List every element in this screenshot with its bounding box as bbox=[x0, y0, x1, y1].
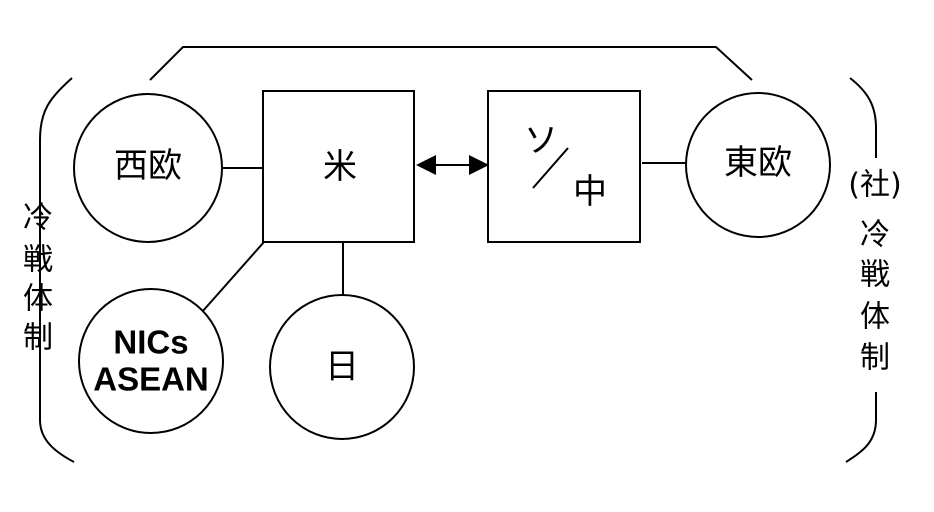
node-usa: 米 bbox=[262, 90, 415, 243]
left-side-char: 戦 bbox=[23, 243, 53, 278]
ussr-china-divider bbox=[532, 147, 569, 189]
node-western-europe: 西欧 bbox=[73, 93, 223, 243]
node-western-europe-label: 西欧 bbox=[114, 146, 182, 186]
left-side-char: 冷 bbox=[23, 201, 53, 236]
right-side-label: 冷 戦 体 制 bbox=[860, 218, 890, 376]
right-side-parenthetical: (社) bbox=[848, 168, 901, 203]
node-eastern-europe-label: 東欧 bbox=[724, 143, 792, 183]
node-nics-asean: NICs ASEAN bbox=[78, 288, 224, 434]
node-usa-label: 米 bbox=[323, 147, 357, 187]
top-bracket bbox=[149, 46, 753, 81]
connector-usa-nics bbox=[201, 241, 265, 313]
node-asean-label: ASEAN bbox=[93, 361, 209, 398]
left-side-char: 制 bbox=[23, 321, 53, 356]
node-ussr-label: ソ bbox=[524, 121, 558, 161]
node-china-label: 中 bbox=[573, 172, 607, 212]
right-side-char: 制 bbox=[860, 341, 890, 376]
left-bracket bbox=[39, 77, 75, 463]
right-side-char: 冷 bbox=[860, 218, 890, 253]
right-bracket-lower bbox=[845, 392, 877, 463]
right-side-char: 体 bbox=[860, 300, 890, 335]
node-eastern-europe: 東欧 bbox=[685, 92, 831, 238]
node-ussr-china: ソ 中 bbox=[487, 90, 641, 243]
left-side-char: 体 bbox=[23, 282, 53, 317]
node-nics-label: NICs bbox=[113, 324, 188, 361]
left-side-label: 冷 戦 体 制 bbox=[23, 201, 53, 356]
node-japan: 日 bbox=[269, 294, 415, 440]
right-side-char: 戦 bbox=[860, 258, 890, 293]
right-bracket bbox=[849, 77, 877, 158]
node-japan-label: 日 bbox=[325, 347, 359, 387]
